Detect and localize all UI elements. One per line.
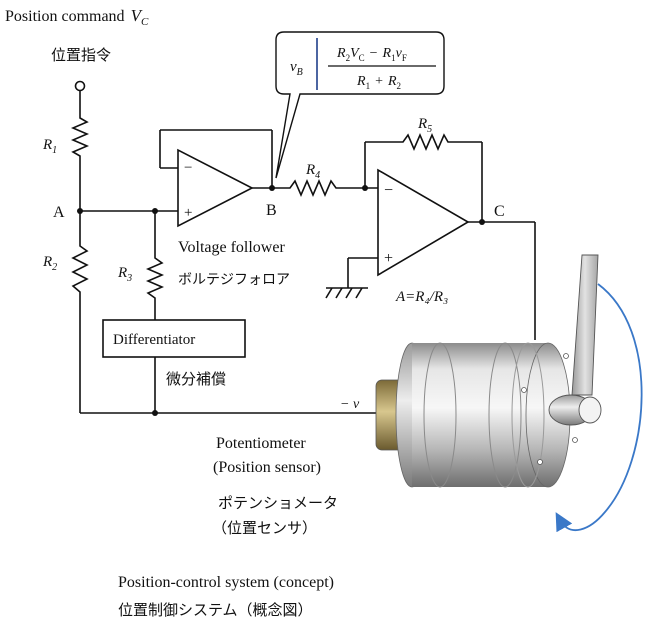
formula-lhs-v: v [290, 59, 297, 75]
gain-equation: A=R₄/R₃ [395, 289, 448, 305]
formula-num-r2: R [336, 46, 346, 61]
node-a-label: A [53, 204, 65, 221]
position-command-jp: 位置指令 [51, 46, 111, 64]
junction-dots [77, 185, 485, 416]
vc-subscript: C [141, 16, 149, 28]
formula-num-minus: − [370, 46, 378, 61]
differentiator-box [102, 319, 246, 358]
differentiator-jp: 微分補償 [166, 370, 226, 388]
input-terminal [74, 80, 86, 92]
circuit-wires [79, 90, 536, 414]
potentiometer-jp: ポテンショメータ [218, 494, 338, 512]
voltage-follower-jp: ボルテジフォロア [178, 272, 290, 288]
formula-den-r2: R [387, 74, 397, 89]
differentiator-label: Differentiator [113, 332, 195, 348]
r4-label: R [305, 162, 315, 178]
caption: Position-control system (concept) [118, 574, 334, 591]
formula-num-vc: V [350, 46, 360, 61]
position-command-label: Position command [5, 8, 125, 25]
amplifier-minus-sign: − [384, 182, 393, 199]
position-sensor-jp: （位置センサ） [212, 519, 317, 537]
svg-text:R5: R5 [417, 116, 432, 135]
vc-symbol: V [131, 6, 144, 25]
r2-label: R [42, 254, 52, 270]
svg-text:R3: R3 [117, 265, 132, 284]
inverting-amplifier-opamp [377, 168, 470, 277]
potentiometer-label: Potentiometer [216, 435, 306, 452]
svg-text:R1: R1 [42, 137, 57, 156]
amplifier-plus-sign: + [384, 250, 393, 267]
formula-lhs-sub: B [297, 67, 303, 78]
resistor-r5 [398, 132, 452, 152]
ground-symbol [325, 287, 368, 299]
r1-label: R [42, 137, 52, 153]
position-sensor-label: (Position sensor) [213, 459, 321, 476]
formula-den-plus: + [375, 74, 383, 89]
svg-text:R2VC−R1vF: R2VC−R1vF [336, 46, 407, 63]
formula-num-vf: v [396, 46, 403, 61]
follower-plus-sign: + [184, 205, 192, 221]
svg-text:R1+R2: R1+R2 [356, 74, 401, 91]
node-c-label: C [494, 203, 505, 220]
svg-text:vB: vB [290, 59, 303, 78]
svg-text:R4: R4 [305, 162, 320, 181]
minus-v-label: − v [340, 397, 360, 412]
resistor-r1 [70, 112, 90, 160]
follower-minus-sign: − [184, 160, 192, 176]
r5-label: R [417, 116, 427, 132]
lever-arm [548, 254, 602, 426]
formula-callout [275, 31, 445, 179]
formula-num-r1: R [382, 46, 392, 61]
r3-label: R [117, 265, 127, 281]
voltage-follower-label: Voltage follower [178, 239, 285, 256]
rotation-arrow [555, 283, 643, 533]
caption-jp: 位置制御システム（概念図） [118, 601, 313, 619]
node-b-label: B [266, 202, 277, 219]
svg-text:R2: R2 [42, 254, 57, 273]
resistor-r3 [145, 253, 165, 305]
voltage-follower-opamp [177, 148, 254, 228]
motor-potentiometer [375, 342, 578, 488]
formula-den-r1: R [356, 74, 366, 89]
resistor-r2 [71, 240, 89, 300]
resistor-r4 [285, 178, 340, 198]
